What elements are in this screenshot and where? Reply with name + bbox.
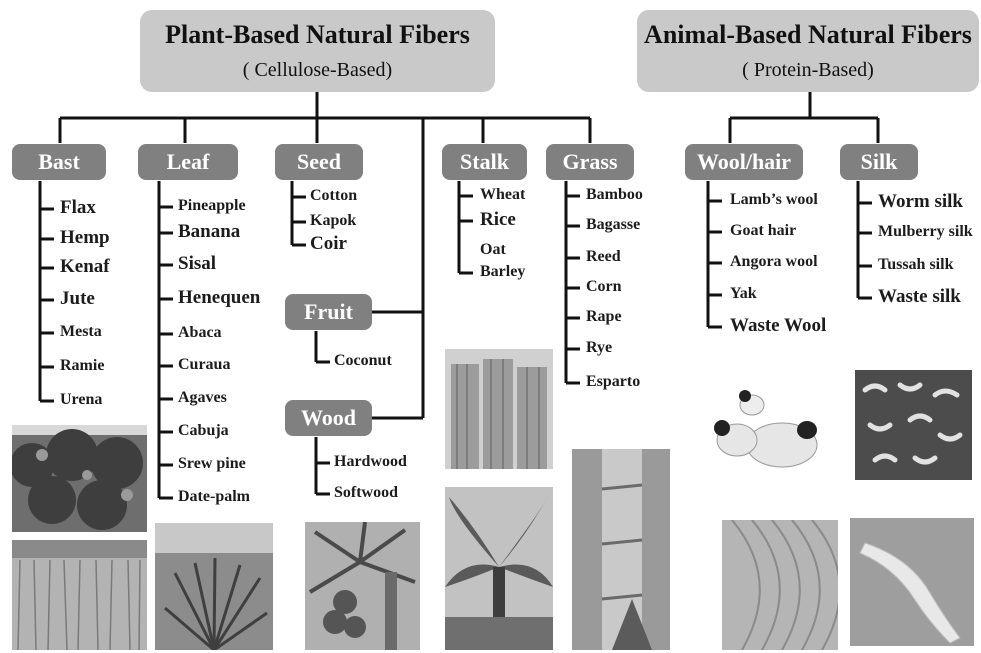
plant-fibers-header: Plant-Based Natural Fibers ( Cellulose-B…	[140, 10, 495, 92]
wool-skein-photo	[722, 520, 838, 650]
wool-item-yak: Yak	[730, 285, 757, 303]
wool-sheep-photo	[712, 380, 822, 475]
wool-item-waste-wool: Waste Wool	[730, 315, 826, 337]
bast-item-ramie: Ramie	[60, 357, 104, 375]
category-seed: Seed	[275, 144, 363, 180]
grass-item-esparto: Esparto	[586, 373, 640, 391]
grass-bamboo-photo	[572, 449, 670, 650]
animal-fibers-header: Animal-Based Natural Fibers ( Protein-Ba…	[637, 10, 979, 92]
bast-item-hemp: Hemp	[60, 227, 110, 249]
silk-item-worm-silk: Worm silk	[878, 191, 963, 213]
bast-item-flax: Flax	[60, 197, 96, 219]
category-wood: Wood	[285, 400, 372, 436]
wool-item-lambs-wool: Lamb’s wool	[730, 191, 818, 209]
seed-item-coir: Coir	[310, 233, 347, 255]
grass-item-bagasse: Bagasse	[586, 216, 640, 234]
stalk-item-wheat: Wheat	[480, 186, 525, 204]
leaf-pineapple-photo	[155, 523, 273, 650]
bast-item-urena: Urena	[60, 391, 102, 409]
leaf-item-curaua: Curaua	[178, 356, 230, 374]
leaf-item-abaca: Abaca	[178, 324, 222, 342]
leaf-item-pineapple: Pineapple	[178, 197, 246, 215]
category-silk: Silk	[840, 144, 918, 180]
plant-fibers-title: Plant-Based Natural Fibers	[140, 20, 495, 50]
wool-item-goat-hair: Goat hair	[730, 222, 796, 240]
leaf-item-banana: Banana	[178, 221, 240, 243]
plant-fibers-subtitle: ( Cellulose-Based)	[140, 58, 495, 82]
grass-item-rye: Rye	[586, 339, 612, 357]
bast-item-mesta: Mesta	[60, 323, 102, 341]
grass-item-rape: Rape	[586, 308, 622, 326]
animal-fibers-subtitle: ( Protein-Based)	[637, 58, 979, 82]
grass-item-reed: Reed	[586, 248, 621, 266]
grass-item-bamboo: Bamboo	[586, 186, 643, 204]
bast-shrub-photo	[12, 425, 147, 532]
leaf-item-sisal: Sisal	[178, 253, 216, 275]
category-grass: Grass	[546, 144, 634, 180]
stalk-banana-plant-photo	[445, 487, 553, 650]
silk-item-tussah-silk: Tussah silk	[878, 256, 953, 274]
fruit-item-coconut: Coconut	[334, 352, 392, 370]
leaf-item-srew-pine: Srew pine	[178, 455, 246, 473]
bast-item-jute: Jute	[60, 288, 95, 310]
grass-item-corn: Corn	[586, 278, 622, 296]
leaf-item-cabuja: Cabuja	[178, 422, 229, 440]
wool-item-angora-wool: Angora wool	[730, 253, 818, 271]
category-fruit: Fruit	[285, 294, 372, 330]
wood-item-softwood: Softwood	[334, 484, 398, 502]
bast-field-photo	[12, 540, 147, 650]
leaf-item-date-palm: Date-palm	[178, 488, 250, 506]
fruit-coconut-photo	[305, 522, 420, 650]
category-stalk: Stalk	[442, 144, 527, 180]
category-bast: Bast	[12, 144, 106, 180]
silk-worms-photo	[855, 370, 972, 480]
stalk-bundles-photo	[445, 349, 553, 469]
seed-item-cotton: Cotton	[310, 187, 357, 205]
silk-skein-photo	[850, 518, 974, 646]
leaf-item-henequen: Henequen	[178, 287, 260, 309]
wood-item-hardwood: Hardwood	[334, 453, 407, 471]
silk-item-waste-silk: Waste silk	[878, 286, 961, 308]
stalk-item-barley: Barley	[480, 263, 525, 281]
category-leaf: Leaf	[138, 144, 238, 180]
animal-fibers-title: Animal-Based Natural Fibers	[637, 20, 979, 50]
stalk-item-rice: Rice	[480, 209, 516, 231]
category-wool-hair: Wool/hair	[685, 144, 803, 180]
silk-item-mulberry-silk: Mulberry silk	[878, 223, 973, 241]
stalk-item-oat: Oat	[480, 241, 506, 259]
seed-item-kapok: Kapok	[310, 212, 356, 230]
leaf-item-agaves: Agaves	[178, 389, 227, 407]
bast-item-kenaf: Kenaf	[60, 256, 110, 278]
